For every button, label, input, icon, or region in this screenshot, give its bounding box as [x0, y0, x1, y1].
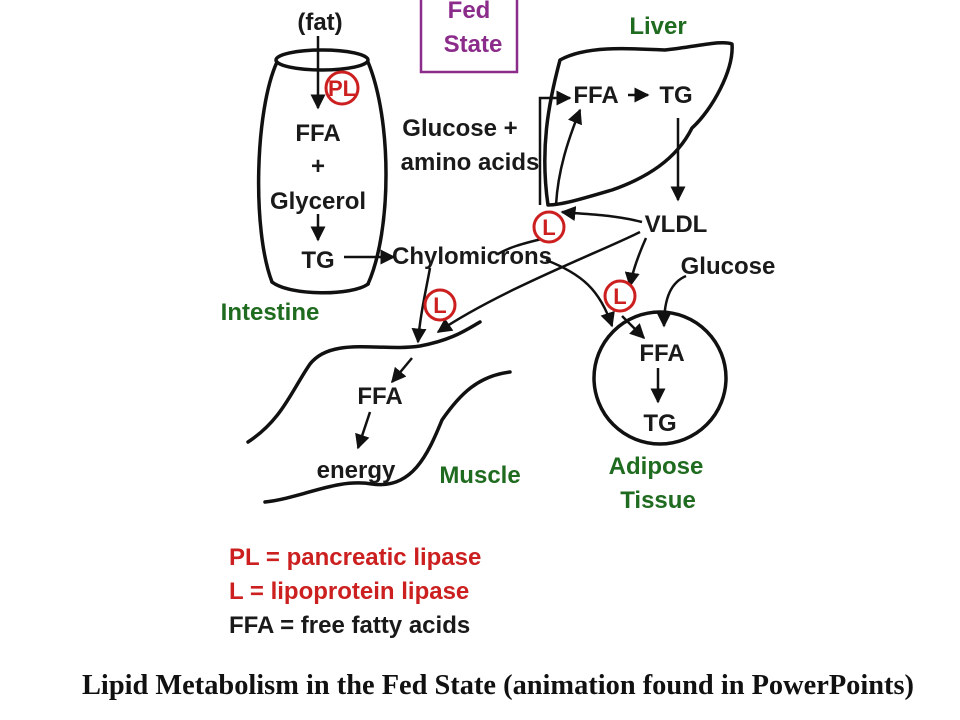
- muscle-label: Muscle: [439, 462, 520, 489]
- enzyme-l-adipose-text: L: [613, 284, 626, 309]
- adipose-glucose: Glucose: [681, 253, 776, 280]
- enzyme-l-muscle-text: L: [433, 293, 446, 318]
- muscle-lower-edge: [263, 370, 512, 504]
- intestine-label: Intestine: [221, 299, 320, 326]
- intestine-ffa: FFA: [295, 120, 340, 147]
- vldl-label: VLDL: [645, 211, 708, 238]
- muscle-upper-edge: [246, 320, 482, 444]
- enzyme-marker-l-muscle: L: [423, 288, 457, 322]
- enzyme-l-liver-text: L: [542, 215, 555, 240]
- intestine-tg: TG: [301, 247, 334, 274]
- enzyme-marker-pl: PL: [324, 70, 360, 106]
- intestine-plus: +: [311, 153, 325, 180]
- pathway-arrows: [310, 36, 687, 450]
- badge-line-1: Fed: [448, 0, 491, 24]
- enzyme-marker-l-adipose: L: [603, 279, 637, 313]
- intestine-glycerol: Glycerol: [270, 188, 366, 215]
- liver-ffa: FFA: [573, 82, 618, 109]
- liver-tg: TG: [659, 82, 692, 109]
- muscle-ffa: FFA: [357, 383, 402, 410]
- enzyme-pl-text: PL: [328, 76, 356, 101]
- adipose-shape: [592, 310, 728, 446]
- intestine-shape: [256, 48, 388, 295]
- fed-state-badge: [419, 0, 519, 74]
- enzyme-marker-l-liver: L: [532, 210, 566, 244]
- liver-shape: [543, 40, 734, 207]
- liver-input-line-1: Glucose +: [402, 115, 517, 142]
- figure-caption: Lipid Metabolism in the Fed State (anima…: [82, 670, 914, 701]
- liver-label: Liver: [629, 13, 686, 40]
- chylomicrons-label: Chylomicrons: [392, 243, 552, 270]
- adipose-tg: TG: [643, 410, 676, 437]
- liver-input-line-2: amino acids: [401, 149, 540, 176]
- adipose-ffa: FFA: [639, 340, 684, 367]
- adipose-label-line-1: Adipose: [609, 453, 704, 480]
- adipose-label-line-2: Tissue: [620, 487, 696, 514]
- muscle-energy: energy: [317, 457, 396, 484]
- legend-ffa: FFA = free fatty acids: [229, 612, 470, 639]
- legend-l: L = lipoprotein lipase: [229, 578, 469, 605]
- intestine-fat: (fat): [297, 9, 342, 36]
- legend-pl: PL = pancreatic lipase: [229, 544, 481, 571]
- badge-line-2: State: [444, 31, 503, 58]
